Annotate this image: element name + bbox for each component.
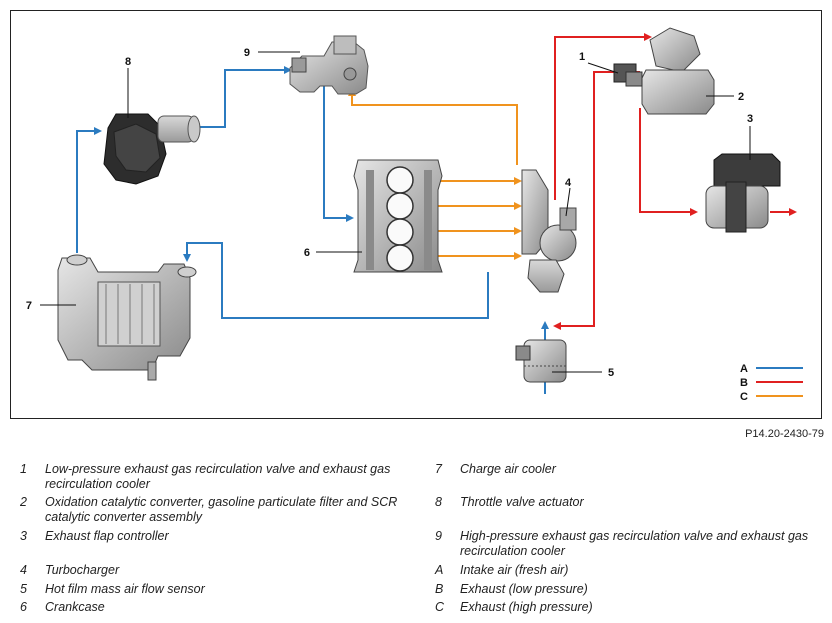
callout-4: 4 xyxy=(565,177,572,189)
legend-key: 9 xyxy=(435,529,442,543)
legend-text: High-pressure exhaust gas recirculation … xyxy=(460,529,808,559)
callout-9: 9 xyxy=(244,47,250,59)
legend-text: Turbocharger xyxy=(45,563,120,577)
legend-text-line: Low-pressure exhaust gas recirculation v… xyxy=(45,462,391,476)
legend-key: 4 xyxy=(20,563,27,577)
legend-item-2: 2 Oxidation catalytic converter, gasolin… xyxy=(20,495,420,527)
legend-text-line: recirculation cooler xyxy=(45,477,150,491)
callout-8: 8 xyxy=(125,56,131,68)
legend-text: Throttle valve actuator xyxy=(460,495,584,509)
legend-key: B xyxy=(435,582,444,596)
legend-text-line: catalytic converter assembly xyxy=(45,510,203,524)
legend-key: A xyxy=(435,563,444,577)
legend-text: Hot film mass air flow sensor xyxy=(45,582,205,596)
legend-key: 7 xyxy=(435,462,442,476)
exhaust-flap-controller-illustration xyxy=(705,153,781,233)
callout-6: 6 xyxy=(304,247,310,259)
callout-1: 1 xyxy=(579,51,585,63)
legend-item-1: 1 Low-pressure exhaust gas recirculation… xyxy=(20,462,420,494)
flow-legend-c-key: C xyxy=(740,391,748,403)
legend-item-9: 9 High-pressure exhaust gas recirculatio… xyxy=(435,529,825,561)
legend-key: C xyxy=(435,600,445,614)
callout-2: 2 xyxy=(738,91,744,103)
flow-legend-b-key: B xyxy=(740,377,748,389)
legend-text: Low-pressure exhaust gas recirculation v… xyxy=(45,462,390,492)
legend-text: Charge air cooler xyxy=(460,462,556,476)
system-diagram: 9 8 1 2 3 4 5 6 7 A B C xyxy=(10,10,822,419)
aftertreatment-assembly-illustration xyxy=(613,27,715,115)
hp-egr-valve-illustration xyxy=(289,35,369,95)
crankcase-illustration xyxy=(353,159,443,273)
diagram-svg: 9 8 1 2 3 4 5 6 7 A B C xyxy=(10,10,822,419)
legend-key: 3 xyxy=(20,529,27,543)
throttle-valve-actuator-illustration xyxy=(103,113,201,185)
legend-text-line: High-pressure exhaust gas recirculation … xyxy=(460,529,809,543)
legend-text: Crankcase xyxy=(45,600,105,614)
legend-text: Intake air (fresh air) xyxy=(460,563,569,577)
callout-5: 5 xyxy=(608,367,614,379)
legend-key: 5 xyxy=(20,582,27,596)
legend-text: Exhaust (low pressure) xyxy=(460,582,588,596)
turbocharger-illustration xyxy=(521,169,577,293)
flow-legend-a-key: A xyxy=(740,363,748,375)
legend-key: 6 xyxy=(20,600,27,614)
legend-key: 2 xyxy=(20,495,27,509)
callout-7: 7 xyxy=(26,300,32,312)
legend-text: Exhaust flap controller xyxy=(45,529,169,543)
hfm-sensor-illustration xyxy=(515,339,567,383)
legend-text-line: Oxidation catalytic converter, gasoline … xyxy=(45,495,398,509)
callout-3: 3 xyxy=(747,113,753,125)
legend-text: Oxidation catalytic converter, gasoline … xyxy=(45,495,397,525)
flow-legend: A B C xyxy=(740,363,803,403)
legend-key: 1 xyxy=(20,462,27,476)
legend-text-line: recirculation cooler xyxy=(460,544,565,558)
legend-key: 8 xyxy=(435,495,442,509)
legend-text: Exhaust (high pressure) xyxy=(460,600,593,614)
figure-id: P14.20-2430-79 xyxy=(745,428,824,440)
exhaust-high-pressure-flow xyxy=(348,88,522,260)
charge-air-cooler-illustration xyxy=(57,254,197,381)
callout-leaders xyxy=(40,51,751,373)
